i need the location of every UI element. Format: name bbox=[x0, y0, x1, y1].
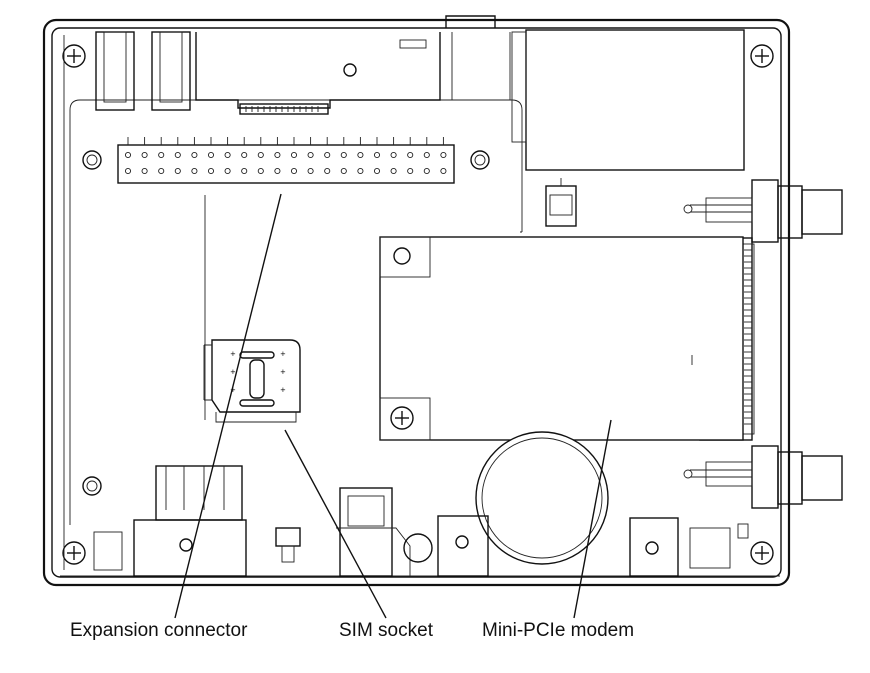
header-pin bbox=[290, 167, 298, 175]
header-pin bbox=[423, 167, 430, 175]
header-pin bbox=[340, 151, 347, 159]
leader-mini-pcie-modem bbox=[573, 419, 612, 619]
header-pin bbox=[423, 151, 430, 159]
mounting-hole-bottom-left bbox=[82, 476, 102, 496]
antenna-connector-bottom bbox=[683, 445, 843, 509]
bottom-connectors bbox=[93, 465, 749, 577]
header-pin bbox=[290, 151, 298, 159]
header-pin bbox=[257, 167, 264, 175]
header-pin bbox=[390, 151, 397, 159]
header-pin bbox=[124, 167, 132, 175]
header-pin bbox=[340, 167, 347, 175]
header-pin bbox=[407, 151, 414, 159]
header-pin bbox=[407, 167, 414, 175]
antenna-connector-top bbox=[683, 179, 843, 243]
header-pin bbox=[440, 151, 447, 159]
small-jst-connector bbox=[545, 178, 577, 227]
header-pin bbox=[158, 151, 165, 159]
header-pin bbox=[440, 167, 447, 175]
svg-text:+: + bbox=[280, 368, 286, 376]
top-right-shield bbox=[451, 29, 745, 171]
leader-sim-socket bbox=[284, 429, 387, 619]
header-pin bbox=[307, 151, 314, 159]
header-pin bbox=[174, 167, 181, 175]
header-pin bbox=[224, 151, 231, 159]
header-pin bbox=[324, 167, 331, 175]
svg-text:+: + bbox=[280, 350, 286, 358]
header-pin bbox=[124, 151, 132, 159]
mini-pcie-card bbox=[379, 236, 744, 441]
header-pin bbox=[158, 167, 165, 175]
label-mini-pcie-modem: Mini-PCIe modem bbox=[482, 620, 635, 641]
header-pin bbox=[357, 151, 364, 159]
screw-top-left bbox=[62, 44, 86, 68]
svg-text:+: + bbox=[230, 386, 236, 394]
header-pin bbox=[224, 167, 231, 175]
header-pin bbox=[191, 151, 198, 159]
top-tab bbox=[445, 15, 496, 28]
svg-text:+: + bbox=[230, 368, 236, 376]
leader-expansion-connector bbox=[174, 193, 282, 619]
header-pin bbox=[207, 167, 215, 175]
svg-text:+: + bbox=[280, 386, 286, 394]
screw-bottom-left bbox=[62, 541, 86, 565]
header-pin bbox=[141, 151, 148, 159]
svg-text:+: + bbox=[230, 350, 236, 358]
expansion-header bbox=[82, 137, 490, 184]
top-center-bracket bbox=[195, 32, 441, 115]
header-pin bbox=[141, 167, 148, 175]
header-pin bbox=[357, 167, 364, 175]
enclosure-outer-edge bbox=[42, 18, 791, 587]
label-sim-socket: SIM socket bbox=[339, 620, 433, 641]
header-pin bbox=[274, 151, 281, 159]
header-pin bbox=[307, 167, 314, 175]
header-pin bbox=[174, 151, 181, 159]
header-pin bbox=[207, 151, 215, 159]
coin-cell-battery bbox=[475, 431, 609, 565]
enclosure-inner-edge bbox=[51, 27, 782, 578]
header-pin bbox=[274, 167, 281, 175]
header-pin bbox=[241, 151, 248, 159]
header-pin bbox=[191, 167, 198, 175]
header-pin bbox=[373, 151, 381, 159]
usb-connectors-top bbox=[95, 31, 191, 111]
header-pin bbox=[390, 167, 397, 175]
label-expansion-connector: Expansion connector bbox=[70, 620, 248, 641]
header-pin bbox=[324, 151, 331, 159]
header-pin bbox=[241, 167, 248, 175]
header-pin bbox=[373, 167, 381, 175]
header-pin bbox=[257, 151, 264, 159]
screw-bottom-right bbox=[750, 541, 774, 565]
sim-socket: + + + + + + bbox=[203, 339, 301, 423]
screw-top-right bbox=[750, 44, 774, 68]
